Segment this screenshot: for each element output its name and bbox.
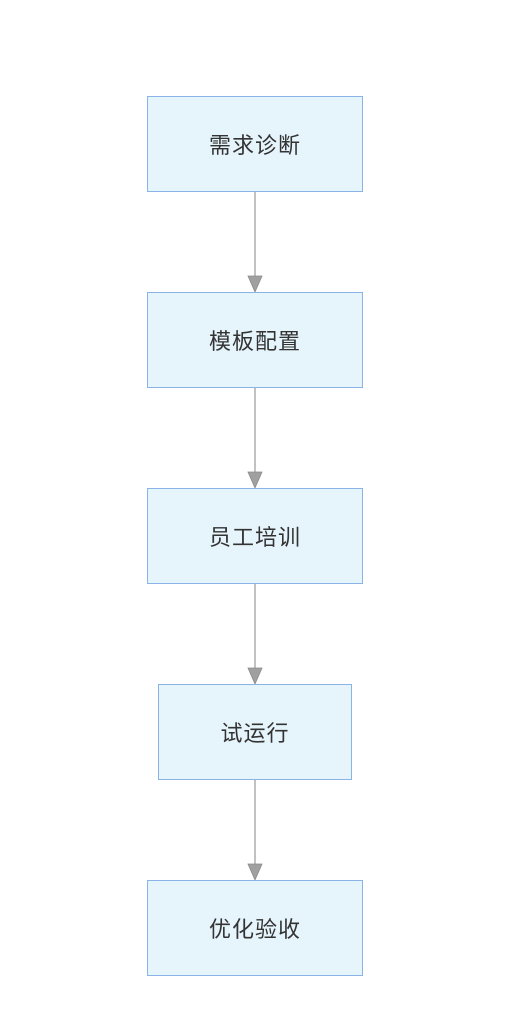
edge-1-to-2 <box>247 192 263 293</box>
arrowhead-icon <box>247 863 263 881</box>
flow-node-template-configuration: 模板配置 <box>147 292 363 388</box>
arrowhead-icon <box>247 667 263 685</box>
flow-node-label: 需求诊断 <box>208 134 301 159</box>
arrowhead-icon <box>247 471 263 489</box>
flow-node-label: 优化验收 <box>208 918 301 943</box>
flow-node-staff-training: 员工培训 <box>147 488 363 584</box>
flow-node-trial-run: 试运行 <box>158 684 352 780</box>
edge-2-to-3 <box>247 388 263 489</box>
flow-node-requirements-diagnosis: 需求诊断 <box>147 96 363 192</box>
arrowhead-icon <box>247 275 263 293</box>
edge-4-to-5 <box>247 780 263 881</box>
flow-node-label: 模板配置 <box>208 330 301 355</box>
flow-node-optimization-acceptance: 优化验收 <box>147 880 363 976</box>
flow-node-label: 员工培训 <box>208 526 301 551</box>
edge-3-to-4 <box>247 584 263 685</box>
flow-node-label: 试运行 <box>220 722 290 747</box>
